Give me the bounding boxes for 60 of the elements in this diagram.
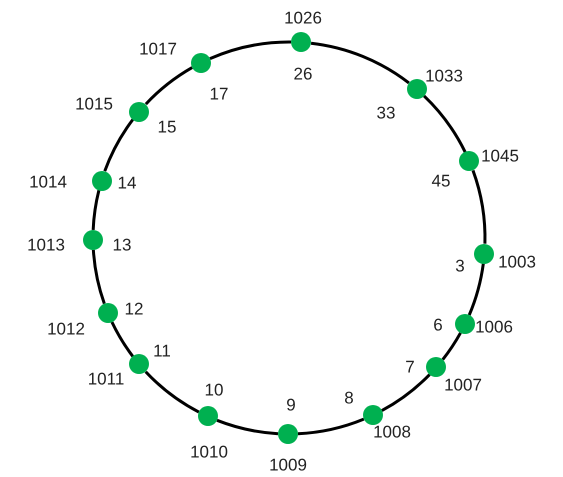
inner-number-label: 33 xyxy=(376,104,396,122)
inner-number-label: 13 xyxy=(112,236,132,254)
ring-arc xyxy=(92,190,100,230)
ring-point xyxy=(198,406,218,426)
ring-arc xyxy=(103,118,134,172)
ring-arc xyxy=(298,418,364,436)
inner-number-label: 12 xyxy=(124,300,144,318)
ring-arc xyxy=(472,170,486,244)
outer-number-label: 1009 xyxy=(269,456,307,474)
ring-arc xyxy=(110,321,134,358)
ring-arc xyxy=(216,418,278,436)
ring-point xyxy=(362,405,383,426)
inner-number-label: 45 xyxy=(432,172,450,190)
outer-number-label: 1010 xyxy=(190,444,228,460)
outer-number-label: 1014 xyxy=(29,174,67,190)
ring-point xyxy=(92,170,112,191)
outer-number-label: 1006 xyxy=(475,318,513,336)
ring-point xyxy=(459,151,480,172)
ring-point xyxy=(278,424,298,444)
outer-number-label: 1015 xyxy=(75,96,113,112)
ring-arc xyxy=(381,373,431,412)
ring-point xyxy=(98,302,118,323)
ring-point xyxy=(455,314,476,334)
ring-arc xyxy=(422,94,466,153)
ring-point xyxy=(426,357,446,378)
ring-point xyxy=(190,52,211,73)
ring-arc xyxy=(144,66,193,106)
ring-arc xyxy=(468,263,485,316)
inner-number-label: 3 xyxy=(455,258,465,274)
inner-number-label: 10 xyxy=(204,382,224,398)
ring-arc xyxy=(442,332,462,360)
inner-number-label: 15 xyxy=(158,118,176,136)
inner-number-label: 8 xyxy=(344,390,354,406)
outer-number-label: 1013 xyxy=(27,236,65,254)
inner-number-label: 14 xyxy=(118,174,136,192)
ring-arc xyxy=(310,42,410,84)
outer-number-label: 1012 xyxy=(47,320,85,338)
outer-number-label: 1011 xyxy=(88,370,124,388)
inner-number-label: 11 xyxy=(153,342,171,360)
ring-point xyxy=(291,32,312,52)
ring-arc xyxy=(144,370,200,414)
outer-number-label: 1008 xyxy=(373,424,411,440)
ring-arc xyxy=(209,40,292,60)
inner-number-label: 7 xyxy=(405,358,415,376)
outer-number-label: 1007 xyxy=(444,376,482,394)
ring-point xyxy=(129,102,150,122)
outer-number-label: 1033 xyxy=(425,68,463,84)
inner-number-label: 6 xyxy=(433,316,443,334)
outer-number-label: 1003 xyxy=(498,254,536,270)
ring-point xyxy=(474,244,494,264)
outer-number-label: 1017 xyxy=(139,40,177,58)
ring-point xyxy=(129,354,150,374)
inner-number-label: 9 xyxy=(286,396,296,414)
ring-point xyxy=(83,230,103,250)
ring-arc xyxy=(92,250,106,304)
inner-number-label: 17 xyxy=(210,86,228,102)
outer-number-label: 1026 xyxy=(284,10,322,26)
inner-number-label: 26 xyxy=(294,66,312,82)
ring-point xyxy=(406,79,427,100)
outer-number-label: 1045 xyxy=(481,148,519,164)
